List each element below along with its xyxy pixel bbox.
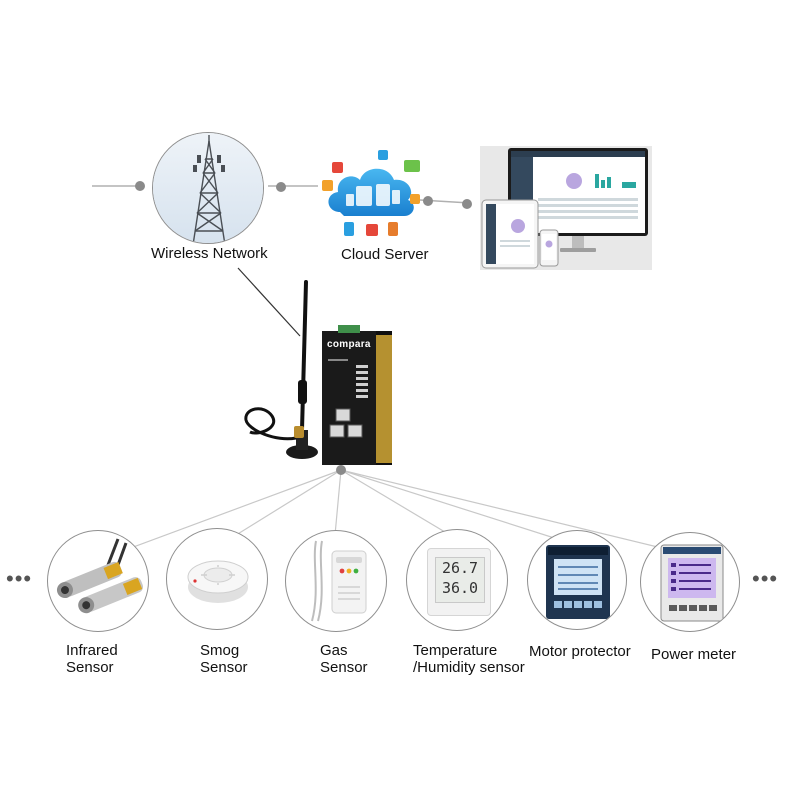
cloud-server-icon: [322, 150, 420, 236]
cloud-server-label: Cloud Server: [341, 246, 429, 263]
gateway-icon: [322, 325, 392, 465]
sensor-gas-label: Gas Sensor: [320, 642, 368, 676]
sensor-power-meter: [640, 532, 740, 632]
sensor-power-meter-label: Power meter: [651, 646, 737, 663]
sensor-smog: [166, 528, 268, 630]
sensor-temp-humidity: 26.7 36.0: [406, 529, 508, 631]
dashboard-devices-icon: [481, 148, 648, 269]
sensor-motor-protector: [527, 530, 627, 630]
dashboard-left-dot: [462, 199, 472, 209]
antenna-icon: [244, 280, 318, 459]
sensor-temp-humidity-label: Temperature /Humidity sensor: [413, 642, 525, 676]
tower-right-dot: [276, 182, 286, 192]
ellipsis-right: •••: [752, 566, 779, 591]
motor-protector-icon: [546, 545, 610, 619]
temperature-reading: 26.7: [441, 559, 479, 577]
sensor-infrared-label: Infrared Sensor: [66, 642, 118, 676]
cloud-right-dot: [423, 196, 433, 206]
ellipsis-left: •••: [6, 566, 33, 591]
humidity-reading: 36.0: [441, 579, 479, 597]
wireless-network-label: Wireless Network: [151, 245, 268, 262]
gateway-brand-logo: compara: [327, 339, 371, 350]
sensor-fan-lines: [119, 469, 671, 553]
smoke-detector-icon: [187, 560, 249, 603]
sensor-motor-protector-label: Motor protector: [529, 643, 631, 660]
thermo-hygrometer-icon: 26.7 36.0: [427, 548, 491, 616]
infrared-sensor-icon: [56, 538, 144, 614]
sensor-smog-label: Smog Sensor: [200, 642, 248, 676]
connector-tower-to-gateway: [237, 267, 301, 337]
lcd-display: 26.7 36.0: [435, 557, 485, 603]
tower-icon: [153, 133, 263, 243]
gas-detector-icon: [311, 540, 367, 622]
tower-left-dot: [135, 181, 145, 191]
sensor-infrared: [47, 530, 149, 632]
wireless-tower-node: [152, 132, 264, 244]
gateway-hub-dot: [336, 465, 346, 475]
iot-gateway-device: compara: [320, 325, 395, 467]
power-meter-icon: [660, 544, 724, 622]
monitoring-dashboard: [480, 146, 652, 270]
sensor-gas: [285, 530, 387, 632]
